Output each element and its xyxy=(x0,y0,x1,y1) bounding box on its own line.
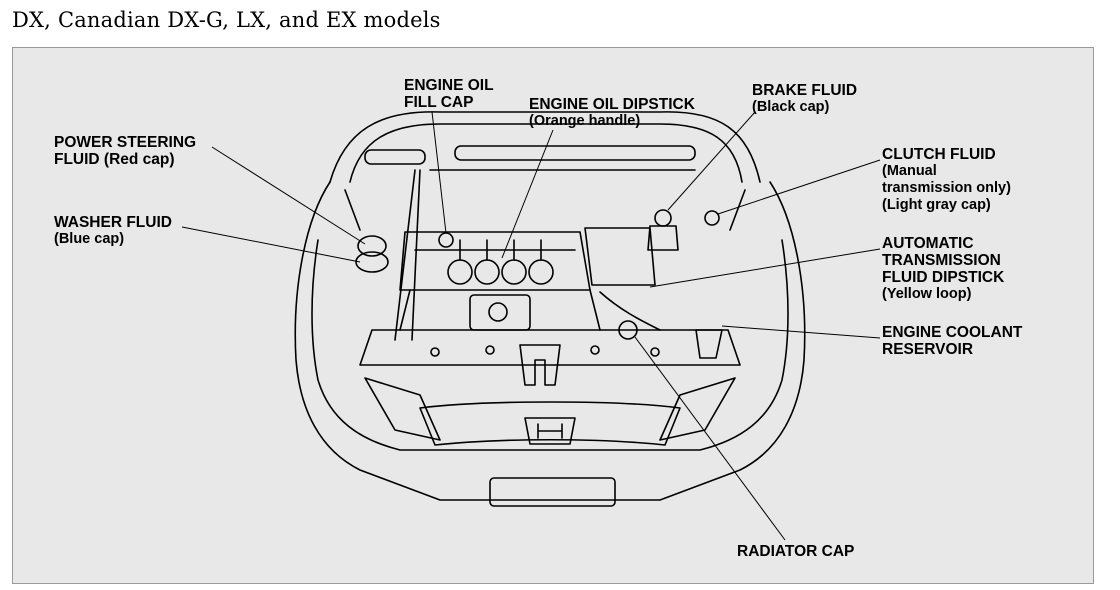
washer-line1: WASHER FLUID xyxy=(54,214,172,231)
oil-fill-cap-shape xyxy=(438,232,454,248)
radiator-line1: RADIATOR CAP xyxy=(737,543,855,560)
label-brake-fluid: BRAKE FLUID (Black cap) xyxy=(752,82,857,116)
lower-intake xyxy=(489,477,616,507)
clutch-sub3: (Light gray cap) xyxy=(882,197,991,213)
power-steering-line1: POWER STEERING xyxy=(54,134,197,151)
washer-sub: (Blue cap) xyxy=(54,231,125,247)
atf-line1: AUTOMATIC xyxy=(882,235,974,252)
radiator-cap-shape xyxy=(618,320,638,340)
leader-lines xyxy=(181,111,881,541)
page-title: DX, Canadian DX-G, LX, and EX models xyxy=(12,8,441,32)
hood-outline xyxy=(329,111,761,183)
car-body-outline xyxy=(294,181,806,501)
label-engine-coolant-reservoir: ENGINE COOLANT RESERVOIR xyxy=(882,324,1022,358)
brake-reservoir-cap xyxy=(654,209,672,227)
label-clutch-fluid: CLUTCH FLUID (Manual transmission only) … xyxy=(882,146,1011,214)
left-headlight xyxy=(364,377,441,441)
right-headlight xyxy=(659,377,736,441)
air-box xyxy=(584,227,656,286)
power-steering-line2: FLUID (Red cap) xyxy=(54,151,175,168)
power-steering-reservoir xyxy=(357,235,387,257)
diagram-panel xyxy=(12,47,1094,584)
oil-fill-line1: ENGINE OIL xyxy=(404,77,494,94)
coolant-reservoir-shape xyxy=(695,329,723,359)
washer-reservoir xyxy=(355,251,389,273)
label-radiator-cap: RADIATOR CAP xyxy=(737,543,854,560)
clutch-line1: CLUTCH FLUID xyxy=(882,146,996,163)
atf-line3: FLUID DIPSTICK xyxy=(882,269,1005,286)
atf-line2: TRANSMISSION xyxy=(882,252,1001,269)
brake-sub: (Black cap) xyxy=(752,99,830,115)
coolant-line2: RESERVOIR xyxy=(882,341,974,358)
clutch-sub2: transmission only) xyxy=(882,180,1011,196)
honda-emblem xyxy=(524,417,576,445)
dipstick-sub: (Orange handle) xyxy=(529,113,641,129)
label-power-steering-fluid: POWER STEERING FLUID (Red cap) xyxy=(54,134,196,168)
clutch-sub1: (Manual xyxy=(882,163,937,179)
atf-sub: (Yellow loop) xyxy=(882,286,972,302)
grille xyxy=(419,401,681,446)
label-engine-oil-dipstick: ENGINE OIL DIPSTICK (Orange handle) xyxy=(529,96,695,130)
oil-fill-line2: FILL CAP xyxy=(404,94,474,111)
brake-line1: BRAKE FLUID xyxy=(752,82,858,99)
coolant-line1: ENGINE COOLANT xyxy=(882,324,1023,341)
clutch-reservoir-cap xyxy=(704,210,720,226)
dipstick-line1: ENGINE OIL DIPSTICK xyxy=(529,96,695,113)
label-automatic-transmission-fluid-dipstick: AUTOMATIC TRANSMISSION FLUID DIPSTICK (Y… xyxy=(882,235,1004,303)
label-washer-fluid: WASHER FLUID (Blue cap) xyxy=(54,214,172,248)
label-engine-oil-fill-cap: ENGINE OIL FILL CAP xyxy=(404,77,494,111)
